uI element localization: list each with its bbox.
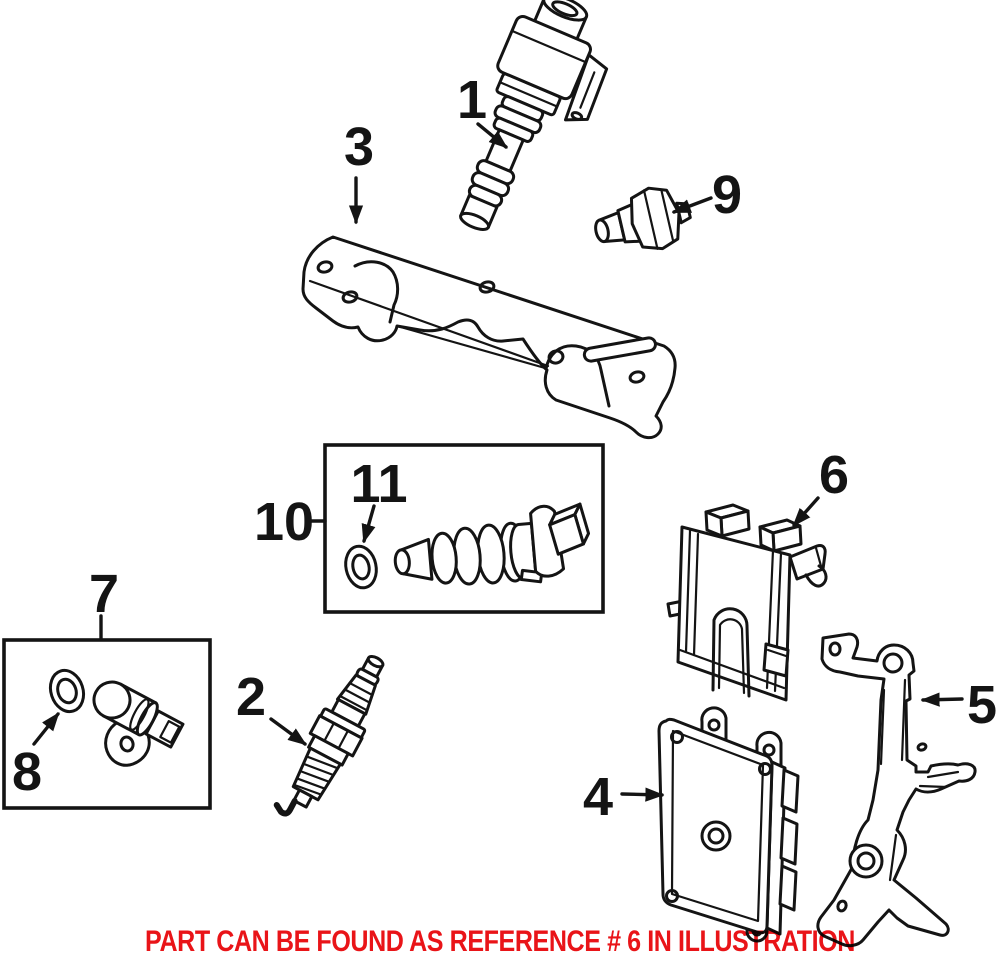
part-knock-sensor <box>594 186 692 251</box>
callout-label-11: 11 <box>350 454 407 514</box>
callout-label-8: 8 <box>12 742 42 802</box>
callout-label-2: 2 <box>236 667 266 727</box>
callout-label-10: 10 <box>254 492 314 552</box>
callout-labels: 1 2 3 4 5 6 7 8 9 10 11 <box>12 70 997 827</box>
group-box-7 <box>2 638 212 810</box>
part-spark-plug <box>273 654 385 817</box>
callout-label-4: 4 <box>583 767 613 827</box>
part-control-module-bracket <box>816 632 977 948</box>
reference-note: PART CAN BE FOUND AS REFERENCE # 6 IN IL… <box>145 925 855 958</box>
callout-label-1: 1 <box>457 70 487 130</box>
part-o-ring-8 <box>48 668 86 714</box>
callout-arrows <box>32 122 964 802</box>
arrow-4 <box>620 787 665 802</box>
part-ignition-coil-bracket <box>301 235 677 440</box>
part-ignition-coil <box>459 0 609 231</box>
callout-label-9: 9 <box>712 165 742 225</box>
callout-label-3: 3 <box>344 117 374 177</box>
arrow-5 <box>920 692 964 707</box>
arrow-11 <box>361 504 376 544</box>
part-camshaft-sensor <box>92 680 185 767</box>
arrow-2 <box>269 717 307 746</box>
group-box-10 <box>323 443 605 614</box>
part-engine-control-module <box>657 706 800 943</box>
part-crankshaft-sensor <box>393 502 591 586</box>
part-o-ring-11 <box>344 544 378 590</box>
part-control-module-cover <box>666 503 828 702</box>
callout-label-5: 5 <box>967 675 997 735</box>
arrow-6 <box>792 496 820 527</box>
callout-label-6: 6 <box>819 445 849 505</box>
arrow-9 <box>671 196 713 214</box>
callout-label-7: 7 <box>89 564 119 624</box>
arrow-1 <box>476 122 508 149</box>
arrow-8 <box>32 712 60 746</box>
